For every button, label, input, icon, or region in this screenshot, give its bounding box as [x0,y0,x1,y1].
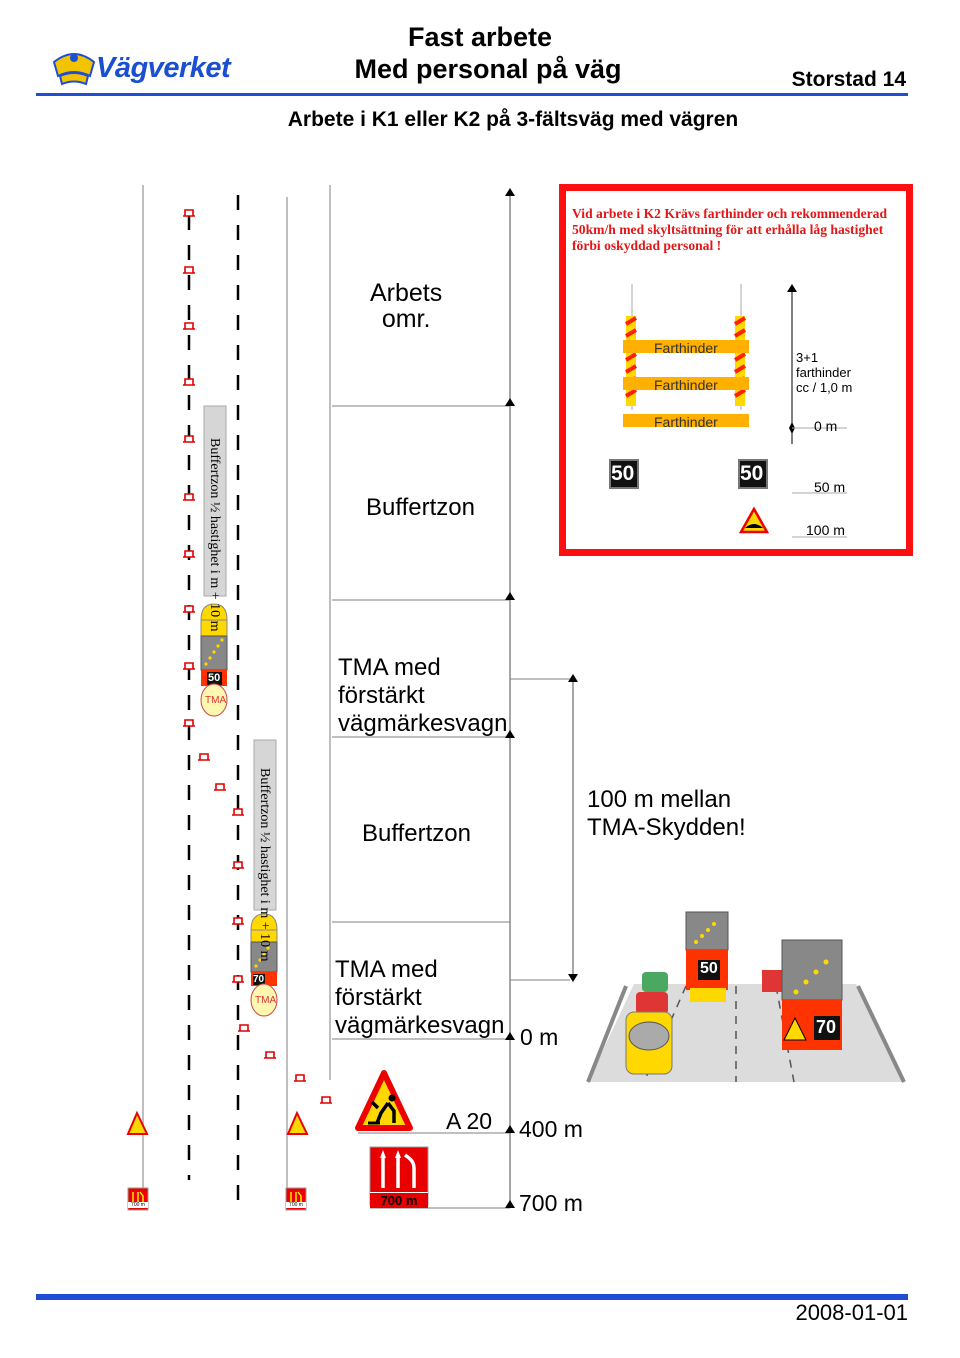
tma-zone-label-1: TMA med förstärkt vägmärkesvagn [338,654,508,737]
tma-vehicle-2 [250,913,278,1017]
buffer-bar-text-1: Buffertzon ½ hastighet i m + 10 m [207,438,222,632]
work-area-label: Arbets omr. [370,279,443,333]
distance-plate: 700 m [370,1192,428,1208]
header-rule [36,93,908,96]
inset-speed-sign-2: 50 [740,462,764,485]
buffer-zone-label-1: Buffertzon [366,494,475,521]
speed-bump-icon [623,340,749,427]
inset-diagram [609,284,847,538]
buffer-bar-text-2: Buffertzon ½ hastighet i m + 10 m [257,768,272,962]
distance-400m: 400 m [519,1116,583,1142]
inset-note: Vid arbete i K2 Krävs farthinder och rek… [572,206,888,253]
inset-speed-sign-1: 50 [611,462,635,485]
barrier-label-3: Farthinder [654,414,718,430]
page-subtitle: Arbete i K1 eller K2 på 3-fältsväg med v… [287,108,739,131]
distance-0m: 0 m [520,1024,559,1050]
footer-rule [36,1294,908,1300]
photo-sign-1: 50 [700,960,718,977]
footer-date: 2008-01-01 [795,1300,908,1325]
tma-vehicle-1 [200,603,228,717]
tma1-speed: 50 [208,672,221,684]
plate-small-1: 700 m [128,1202,148,1208]
tma2-speed: 70 [253,974,265,985]
tma2-label: TMA [255,995,277,1006]
plate-small-2: 700 m [286,1202,306,1208]
inset-distance-100: 100 m [806,522,845,538]
logo-text: Vägverket [96,52,231,84]
roadwork-small-sign-icon [126,1110,309,1135]
distance-700m: 700 m [519,1190,583,1216]
title-line-2: Med personal på väg [354,54,622,84]
photo-sign-2: 70 [816,1017,837,1037]
inset-distance-50: 50 m [814,479,846,495]
title-line-1: Fast arbete [407,22,553,52]
roadwork-sign-icon [355,1070,413,1131]
barrier-label-1: Farthinder [654,340,718,356]
lane-closure-plate-icon [127,1187,307,1211]
page-label: Storstad 14 [791,68,906,91]
distance-a20: A 20 [446,1108,493,1134]
vagverket-logo-icon [52,53,96,86]
inset-distance-0: 0 m [814,418,838,434]
tma-zone-label-2: TMA med förstärkt vägmärkesvagn [335,956,505,1039]
tma1-label: TMA [205,695,227,706]
barrier-label-2: Farthinder [654,377,718,393]
between-tma-note: 100 m mellan TMA-Skydden! [587,786,746,841]
barrier-spec: 3+1 farthinder cc / 1,0 m [796,350,853,395]
buffer-zone-label-2: Buffertzon [362,820,471,847]
road-perspective-illustration [586,911,908,1084]
